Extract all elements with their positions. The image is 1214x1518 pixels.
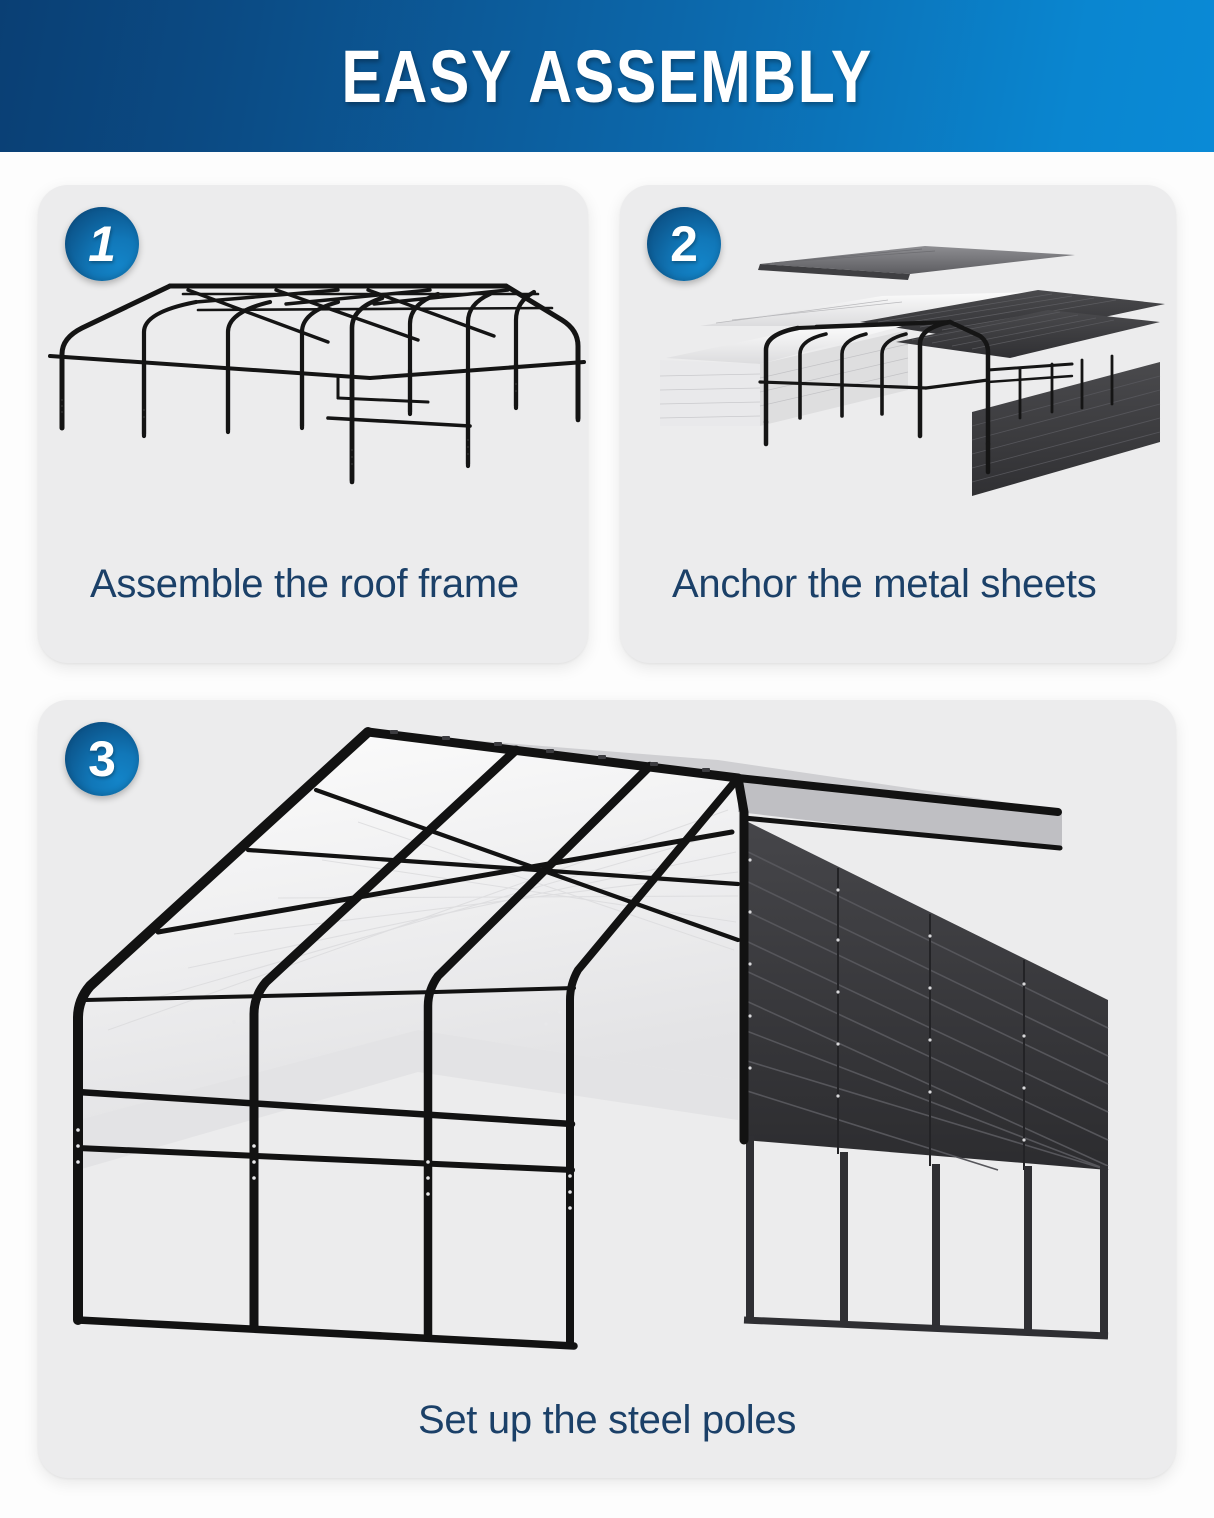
header-banner: EASY ASSEMBLY [0,0,1214,152]
illustration-roof-frame [38,250,588,550]
step-badge-3: 3 [65,722,139,796]
illustration-metal-sheets [620,230,1176,550]
step-caption-2: Anchor the metal sheets [672,562,1097,606]
ridge-cap-notches [390,730,710,772]
step-badge-2: 2 [647,207,721,281]
step-badge-1: 1 [65,207,139,281]
floating-sheet-top [758,246,1075,280]
page-title: EASY ASSEMBLY [341,34,873,118]
illustration-assembled-carport [38,700,1176,1400]
step-caption-3: Set up the steel poles [417,1398,797,1442]
step-caption-1: Assemble the roof frame [90,562,519,606]
steel-frame [73,727,1063,1350]
attached-roof-left [659,326,909,426]
frame-fasteners [76,1010,572,1210]
side-wall-dark-panels [743,820,1109,1171]
attached-roof-right [896,310,1161,496]
steel-poles-right [746,1136,1108,1338]
